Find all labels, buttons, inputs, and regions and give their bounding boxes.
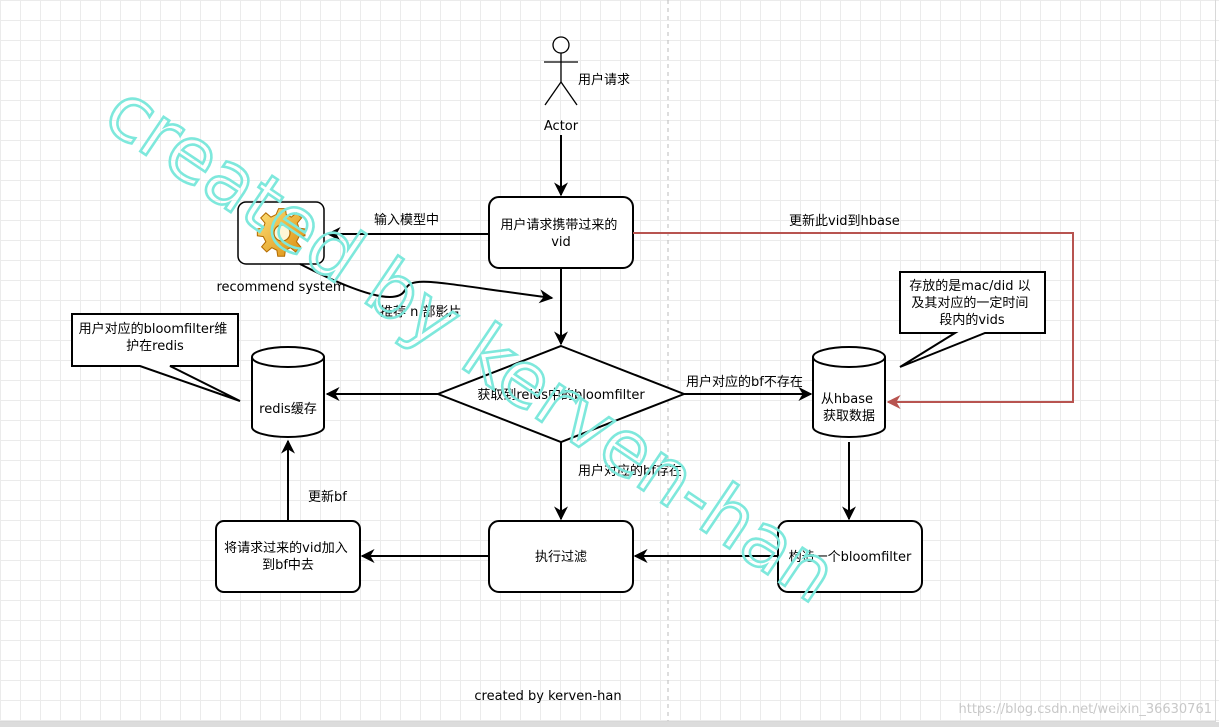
add-vid-label: 将请求过来的vid加入 到bf中去 <box>224 540 352 573</box>
decision-label: 获取到reids中的bloomfilter <box>477 387 645 403</box>
footer-watermark: created by kerven-han <box>474 689 621 704</box>
redis-label: redis缓存 <box>259 402 317 417</box>
redis-callout <box>71 313 241 402</box>
hbase-callout-line2: 及其对应的一定时间 <box>911 295 1028 311</box>
hbase-label-line1: 从hbase <box>821 392 873 407</box>
edge-label-update-hbase: 更新此vid到hbase <box>789 213 900 229</box>
arrow-update-hbase <box>633 232 1074 409</box>
gear-icon <box>256 208 306 257</box>
edge-label-update-bf: 更新bf <box>308 489 347 505</box>
actor-label: Actor <box>544 119 579 134</box>
arrow-recommend-curve <box>299 263 554 304</box>
redis-callout-line2: 护在redis <box>126 339 184 354</box>
hbase-label: 从hbase 获取数据 <box>821 392 877 424</box>
execute-filter-label: 执行过滤 <box>535 550 587 565</box>
hbase-callout-line1: 存放的是mac/did 以 <box>909 278 1030 294</box>
add-vid-line2: 到bf中去 <box>262 558 314 573</box>
request-vid-line2: vid <box>551 235 571 250</box>
edge-label-bf-not-exist: 用户对应的bf不存在 <box>686 374 803 390</box>
edge-label-recommend-n: 推荐 n 部影片 <box>380 305 462 320</box>
hbase-callout-text: 存放的是mac/did 以 及其对应的一定时间 段内的vids <box>909 278 1035 328</box>
redis-cylinder <box>251 346 325 438</box>
actor-caption: 用户请求 <box>578 72 630 88</box>
actor-figure <box>544 36 578 106</box>
request-vid-label: 用户请求携带过来的 vid <box>500 217 621 250</box>
edge-label-input-model: 输入模型中 <box>374 212 439 228</box>
hbase-label-line2: 获取数据 <box>823 409 875 424</box>
url-watermark: https://blog.csdn.net/weixin_36630761 <box>958 702 1212 717</box>
redis-callout-line1: 用户对应的bloomfilter维 <box>79 321 228 337</box>
request-vid-line1: 用户请求携带过来的 <box>500 217 617 233</box>
hbase-cylinder <box>812 346 886 438</box>
redis-callout-text: 用户对应的bloomfilter维 护在redis <box>79 321 232 354</box>
edge-label-bf-exist: 用户对应的bf存在 <box>578 463 682 479</box>
add-vid-box <box>215 520 361 593</box>
bottom-strip <box>0 722 1219 727</box>
build-bf-label: 构造一个bloomfilter <box>789 550 912 565</box>
add-vid-line1: 将请求过来的vid加入 <box>224 540 348 556</box>
recommend-system-label: recommend system <box>216 280 345 295</box>
hbase-callout <box>899 271 1046 368</box>
hbase-callout-line3: 段内的vids <box>939 312 1005 328</box>
